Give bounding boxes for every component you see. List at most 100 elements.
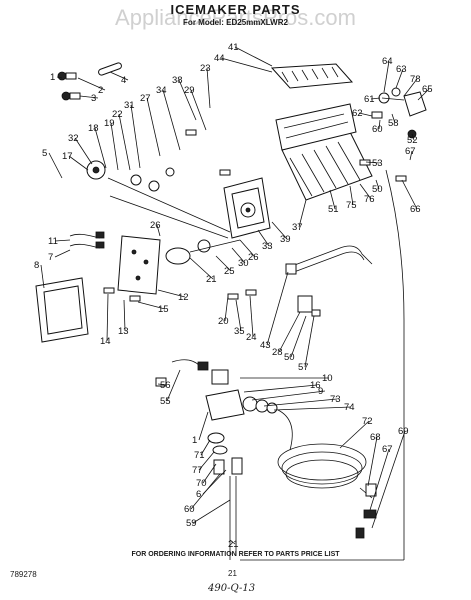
part-wire-harness-11 (69, 231, 105, 249)
part-shutoff-arm (371, 87, 427, 119)
callout-label-68: 68 (370, 432, 381, 443)
callout-label-27: 27 (140, 93, 151, 104)
callout-label-65: 65 (422, 84, 433, 95)
callout-label-77: 77 (192, 465, 203, 476)
callout-leader-65 (417, 88, 430, 101)
ordering-note: FOR ORDERING INFORMATION REFER TO PARTS … (131, 551, 340, 558)
watermark: AppliancePartsPros.com (115, 5, 356, 30)
callout-leader-67 (409, 150, 413, 161)
callout-leader-12 (157, 289, 186, 298)
part-valve-wiring (171, 359, 209, 371)
callout-leader-24 (249, 295, 254, 338)
callout-label-18: 18 (88, 123, 99, 134)
callout-label-26: 26 (150, 220, 161, 231)
callout-label-34: 34 (156, 85, 167, 96)
callout-leader-53 (365, 161, 380, 164)
callout-label-21: 21 (228, 539, 239, 550)
callout-label-63: 63 (396, 64, 407, 75)
callout-label-35: 35 (234, 326, 245, 337)
part-ice-ejector-top (270, 63, 354, 89)
callout-label-70: 70 (196, 478, 207, 489)
callout-label-73: 73 (330, 394, 341, 405)
callout-label-57: 57 (298, 362, 309, 373)
callout-label-59: 59 (186, 518, 197, 529)
part-water-tube-coil (277, 409, 373, 499)
callout-leader-78 (403, 78, 418, 97)
callout-leader-19 (110, 122, 119, 171)
callout-leader-50 (375, 179, 380, 190)
callout-label-43: 43 (260, 340, 271, 351)
callout-label-21: 21 (206, 274, 217, 285)
callout-label-9: 9 (318, 386, 323, 397)
callout-label-15: 15 (158, 304, 169, 315)
callout-leader-1 (198, 411, 209, 441)
callout-leader-8 (40, 264, 45, 289)
callout-label-13: 13 (118, 326, 129, 337)
callout-leader-27 (146, 97, 161, 157)
callout-label-38: 38 (172, 75, 183, 86)
handwritten-note: 490-Q-13 (208, 583, 256, 594)
callout-leader-14 (106, 293, 109, 342)
part-feeler-arm (240, 169, 405, 561)
callout-label-71: 71 (194, 450, 205, 461)
part-tube-fitting-right (355, 483, 377, 539)
callout-leader-52 (411, 133, 415, 141)
part-fill-tube-59 (229, 476, 237, 560)
callout-label-10: 10 (322, 373, 333, 384)
part-thermostat (86, 160, 106, 180)
callout-label-56: 56 (160, 380, 171, 391)
callout-label-60: 60 (184, 504, 195, 515)
callout-leader-7 (54, 249, 71, 258)
callout-leader-33 (257, 229, 270, 247)
callout-leader-67 (369, 448, 390, 511)
callout-label-76: 76 (364, 194, 375, 205)
callout-label-33: 33 (262, 241, 273, 252)
callout-leader-62 (358, 112, 373, 117)
callout-label-41: 41 (228, 42, 239, 53)
callout-leader-18 (94, 127, 107, 169)
callout-leader-31 (130, 104, 141, 169)
callout-leader-57 (304, 315, 315, 368)
callout-label-4: 4 (121, 75, 126, 86)
callout-label-8: 8 (34, 260, 39, 271)
callout-label-6: 6 (196, 489, 201, 500)
callout-leader-4 (109, 71, 129, 81)
callout-leader-20 (224, 295, 229, 322)
callout-leader-50 (290, 315, 307, 358)
callout-leader-64 (383, 60, 390, 93)
callout-leader-44 (220, 57, 273, 73)
callout-leader-77 (198, 451, 215, 471)
part-gear-train (107, 167, 231, 239)
callout-label-50: 50 (284, 352, 295, 363)
callout-leader-73 (263, 398, 338, 407)
callout-leader-71 (200, 439, 211, 456)
callout-label-62: 62 (352, 108, 363, 119)
callout-label-26: 26 (248, 252, 259, 263)
callout-label-12: 12 (178, 292, 189, 303)
callout-leader-2 (77, 77, 106, 91)
callout-label-67: 67 (382, 444, 393, 455)
callout-leader-34 (162, 89, 181, 151)
callout-label-7: 7 (48, 252, 53, 263)
callout-label-44: 44 (214, 53, 225, 64)
callout-leader-59 (192, 499, 231, 524)
callout-leader-60 (378, 119, 381, 130)
callout-leader-41 (234, 46, 273, 67)
callout-leader-75 (349, 185, 354, 206)
callout-leader-5 (48, 152, 63, 179)
callout-leader-39 (271, 221, 288, 240)
callout-leader-9 (251, 390, 326, 401)
callout-label-22: 22 (112, 109, 123, 120)
callout-leader-69 (371, 430, 406, 529)
callout-label-11: 11 (48, 236, 58, 247)
part-small-clip (98, 62, 122, 76)
callout-leader-37 (298, 199, 307, 228)
model-subtitle: For Model: ED25mmXLWR2 (183, 18, 288, 27)
callout-leader-55 (166, 369, 181, 402)
callout-leader-61 (370, 97, 381, 100)
part-water-valve (205, 369, 278, 421)
part-small-screws-mid (103, 129, 257, 302)
callout-label-61: 61 (364, 94, 375, 105)
callout-leader-23 (206, 67, 211, 109)
